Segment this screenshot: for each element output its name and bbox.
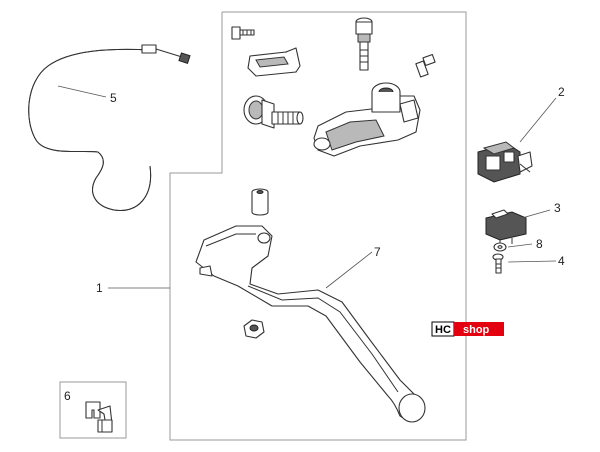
lever-bracket xyxy=(313,82,421,157)
clutch-switch xyxy=(477,141,533,183)
clip-kit xyxy=(85,401,113,433)
callout-7: 7 xyxy=(374,245,381,259)
assembly-frame xyxy=(169,11,467,441)
callout-1: 1 xyxy=(96,281,103,295)
callout-2: 2 xyxy=(558,85,565,99)
leader-lines xyxy=(57,85,557,289)
logo-shop-text: shop xyxy=(463,324,490,336)
kit-frame xyxy=(59,381,127,439)
callout-5: 5 xyxy=(110,91,117,105)
clutch-lever xyxy=(195,225,426,423)
spacer-bushing xyxy=(251,188,269,216)
callout-3: 3 xyxy=(554,201,561,215)
lever-nut xyxy=(243,319,265,339)
mounting-screw xyxy=(415,53,436,78)
pivot-bolt xyxy=(355,17,373,71)
switch-screw xyxy=(492,253,504,274)
washer xyxy=(493,242,507,252)
callout-4: 4 xyxy=(558,254,565,268)
cable-clip xyxy=(247,47,301,77)
callout-6: 6 xyxy=(64,389,71,403)
micro-switch xyxy=(485,209,527,246)
cable-adjuster xyxy=(243,95,304,129)
hcshop-logo: HC shop xyxy=(431,321,504,337)
clutch-cable xyxy=(28,44,191,212)
small-screw xyxy=(231,26,255,40)
callout-8: 8 xyxy=(536,237,543,251)
logo-hc-text: HC xyxy=(435,324,451,336)
